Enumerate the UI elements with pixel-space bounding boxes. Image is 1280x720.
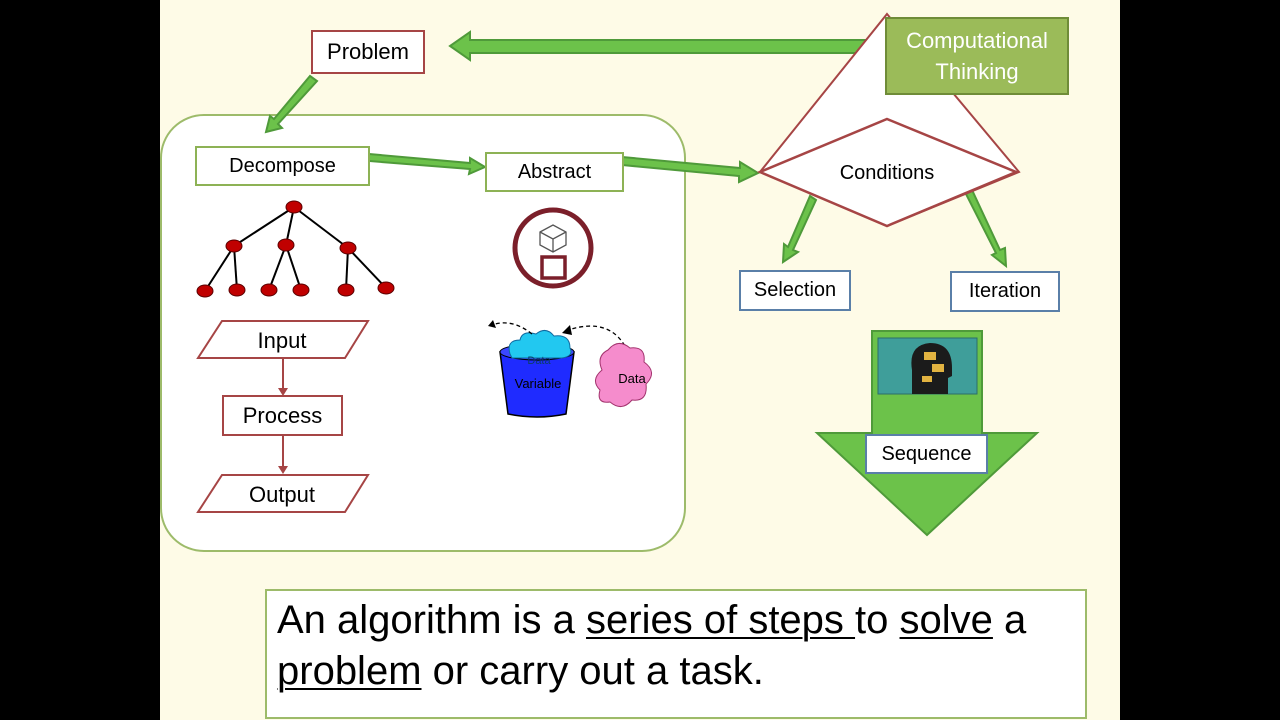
- underline-problem: problem: [277, 649, 422, 693]
- arrow-problem-to-decompose: [264, 74, 319, 134]
- underline-series-of-steps: series of steps: [586, 598, 856, 642]
- arrow-conditions-to-selection: [781, 194, 818, 264]
- diagram-canvas: Conditions: [196, 12, 1040, 537]
- computational-thinking-box: Computational Thinking: [885, 17, 1069, 95]
- input-shape: [196, 320, 370, 359]
- conditions-label: Conditions: [840, 162, 935, 184]
- output-label: Output: [249, 482, 315, 507]
- ct-line-2: Thinking: [935, 59, 1019, 84]
- tree-node: [377, 281, 395, 295]
- output-shape: [196, 474, 370, 513]
- tree-node: [277, 238, 295, 252]
- tree-node: [337, 283, 355, 297]
- slide: Conditions: [160, 0, 1120, 720]
- algorithm-definition: An algorithm is a series of steps to sol…: [265, 589, 1087, 719]
- tree-node: [260, 283, 278, 297]
- tree-node: [225, 239, 243, 253]
- head-flowchart-picture: [877, 337, 978, 395]
- tree-node: [339, 241, 357, 255]
- abstract-box: Abstract: [485, 152, 624, 192]
- sequence-box: Sequence: [865, 434, 988, 474]
- tree-node: [196, 284, 214, 298]
- selection-box: Selection: [739, 270, 851, 311]
- variable-bucket-illustration: Data Variable Data: [488, 320, 652, 418]
- problem-box: Problem: [311, 30, 425, 74]
- ct-line-1: Computational: [906, 28, 1048, 53]
- decompose-box: Decompose: [195, 146, 370, 186]
- process-box: Process: [222, 395, 343, 436]
- arrow-ct-to-problem: [448, 30, 886, 62]
- tree-node: [228, 283, 246, 297]
- variable-label: Variable: [515, 376, 562, 391]
- underline-solve: solve: [899, 598, 993, 642]
- input-label: Input: [258, 328, 307, 353]
- decompose-tree: [204, 206, 387, 292]
- arrow-abstract-to-conditions: [621, 155, 761, 184]
- arrow-decompose-to-abstract: [368, 152, 488, 176]
- data-label: Data: [618, 371, 646, 386]
- abstraction-icon: [512, 207, 594, 289]
- arrow-conditions-to-iteration: [963, 188, 1008, 269]
- svg-text:Data: Data: [527, 355, 551, 367]
- tree-node: [292, 283, 310, 297]
- sequence-arrow: [814, 330, 1040, 537]
- tree-node: [285, 200, 303, 214]
- iteration-box: Iteration: [950, 271, 1060, 312]
